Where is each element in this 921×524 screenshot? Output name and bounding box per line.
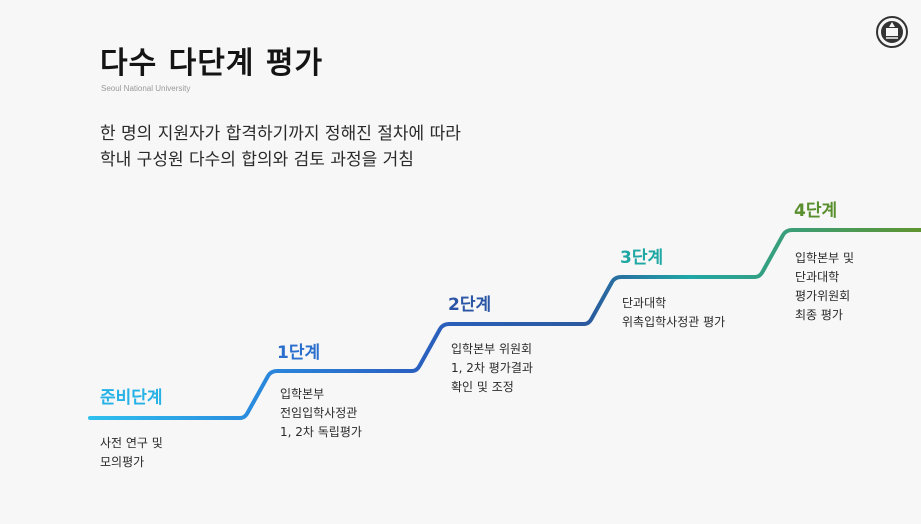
stage-desc-line: 평가위원회 (795, 289, 851, 303)
stage-desc-3: 단과대학 위촉입학사정관 평가 (622, 294, 725, 332)
stage-desc-line: 전임입학사정관 (280, 406, 358, 420)
stage-desc-line: 1, 2차 독립평가 (280, 425, 362, 439)
stage-desc-1: 입학본부 전임입학사정관 1, 2차 독립평가 (280, 385, 362, 442)
page-title: 다수 다단계 평가 (100, 46, 324, 81)
stage-desc-line: 확인 및 조정 (451, 380, 514, 394)
intro-line-2: 학내 구성원 다수의 합의와 검토 과정을 거침 (100, 150, 414, 170)
stage-title-1: 1단계 (277, 343, 321, 363)
university-subtitle: Seoul National University (101, 84, 191, 93)
stage-desc-line: 사전 연구 및 (100, 436, 163, 450)
stage-title-3: 3단계 (620, 248, 664, 268)
stage-desc-2: 입학본부 위원회 1, 2차 평가결과 확인 및 조정 (451, 340, 533, 397)
intro-line-1: 한 명의 지원자가 합격하기까지 정해진 절차에 따라 (100, 124, 461, 144)
stage-desc-4: 입학본부 및 단과대학 평가위원회 최종 평가 (795, 249, 854, 325)
intro-text: 한 명의 지원자가 합격하기까지 정해진 절차에 따라 학내 구성원 다수의 합… (100, 121, 461, 173)
stage-desc-line: 단과대학 (622, 296, 667, 310)
university-emblem-icon (876, 16, 908, 48)
stage-desc-line: 1, 2차 평가결과 (451, 361, 533, 375)
stage-desc-line: 입학본부 (280, 387, 325, 401)
stage-desc-line: 입학본부 및 (795, 251, 855, 265)
stage-title-4: 4단계 (794, 201, 838, 221)
stage-desc-line: 모의평가 (100, 455, 145, 469)
stage-desc-line: 단과대학 (795, 270, 840, 284)
stage-title-2: 2단계 (448, 295, 492, 315)
stage-desc-line: 입학본부 위원회 (451, 342, 533, 356)
stage-desc-line: 최종 평가 (795, 308, 843, 322)
stage-desc-line: 위촉입학사정관 평가 (622, 315, 726, 329)
stage-title-prep: 준비단계 (100, 388, 163, 408)
stage-desc-prep: 사전 연구 및 모의평가 (100, 434, 163, 472)
